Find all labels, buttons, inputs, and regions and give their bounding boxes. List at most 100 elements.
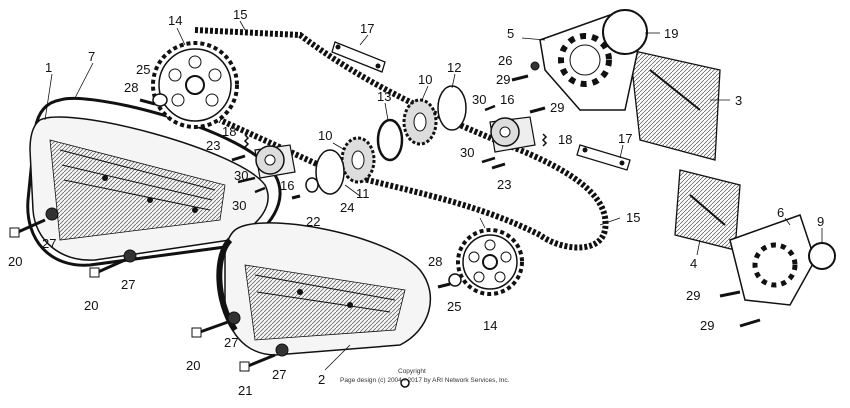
plate-3 xyxy=(629,49,721,161)
nut-27-a xyxy=(45,207,59,221)
callout-29-c: 29 xyxy=(686,288,700,303)
callout-27-b: 27 xyxy=(121,277,135,292)
gear-10-left xyxy=(340,136,376,184)
callout-27-a: 27 xyxy=(42,236,56,251)
callout-28-top: 28 xyxy=(124,80,138,95)
callout-14-bottom: 14 xyxy=(483,318,497,333)
spring-18-right xyxy=(541,133,548,147)
callout-9: 9 xyxy=(817,214,824,229)
callout-5: 5 xyxy=(507,26,514,41)
callout-30-a: 30 xyxy=(234,168,248,183)
callout-3: 3 xyxy=(735,93,742,108)
callout-2: 2 xyxy=(318,372,325,387)
copyright-line1: Copyright xyxy=(398,368,426,375)
cover-2 xyxy=(216,222,432,356)
callout-20-a: 20 xyxy=(8,254,22,269)
callout-4: 4 xyxy=(690,256,697,271)
copyright-line2: Page design (c) 2004 - 2017 by ARI Netwo… xyxy=(340,377,510,384)
nut-27-d xyxy=(275,343,289,357)
tensioner-16-left xyxy=(254,144,296,179)
flange-12 xyxy=(437,85,467,131)
cover-1 xyxy=(29,116,269,261)
bolt-30-b xyxy=(254,186,266,194)
washer-25-bottom xyxy=(448,273,462,287)
bolt-21 xyxy=(239,353,276,372)
callout-28-bottom: 28 xyxy=(428,254,442,269)
callout-25-top: 25 xyxy=(136,62,150,77)
callout-25-bottom: 25 xyxy=(447,299,461,314)
callout-11: 11 xyxy=(356,186,370,201)
callout-7: 7 xyxy=(88,49,95,64)
strap-17-right xyxy=(576,144,631,171)
callout-14-top: 14 xyxy=(168,13,182,28)
callout-29-a: 29 xyxy=(496,72,510,87)
callout-29-d: 29 xyxy=(700,318,714,333)
flange-11 xyxy=(315,149,345,195)
bolt-29-b xyxy=(529,106,546,114)
bolt-28-bottom xyxy=(437,282,451,289)
strap-17-top xyxy=(331,41,386,73)
bolt-20-b xyxy=(89,258,126,278)
bolt-29-c xyxy=(719,290,741,298)
nut-27-c xyxy=(227,311,241,325)
callout-24: 24 xyxy=(340,200,354,215)
bolt-29-a xyxy=(511,74,529,82)
callout-20-b: 20 xyxy=(84,298,98,313)
gasket-9 xyxy=(808,242,836,270)
callout-27-c: 27 xyxy=(224,335,238,350)
leader-lines xyxy=(44,20,823,371)
pin-22 xyxy=(291,194,301,200)
callout-18-right: 18 xyxy=(558,132,572,147)
bolt-30-a xyxy=(237,176,256,184)
nut-27-b xyxy=(123,249,137,263)
callout-21: 21 xyxy=(238,383,252,398)
bolt-29-d xyxy=(739,318,761,328)
callout-27-d: 27 xyxy=(272,367,286,382)
callout-18-left: 18 xyxy=(222,124,236,139)
bolt-20-a xyxy=(9,218,46,238)
copyright-8-mark xyxy=(400,378,410,388)
bolt-23-a xyxy=(231,154,246,162)
callout-26: 26 xyxy=(498,53,512,68)
callout-22: 22 xyxy=(306,214,320,229)
callout-30-c: 30 xyxy=(472,92,486,107)
callout-16-left: 16 xyxy=(280,178,294,193)
callout-15-right: 15 xyxy=(626,210,640,225)
callout-1: 1 xyxy=(45,60,52,75)
gear-10-right xyxy=(402,98,438,146)
nut-26 xyxy=(530,61,540,71)
bolt-28-top xyxy=(139,98,156,106)
bracket-6 xyxy=(729,214,816,306)
bolt-20-c xyxy=(191,320,229,338)
flange-13 xyxy=(376,118,404,162)
callout-23-left: 23 xyxy=(206,138,220,153)
sprocket-14-bottom xyxy=(456,228,524,296)
callout-17-top: 17 xyxy=(360,21,374,36)
callout-19: 19 xyxy=(664,26,678,41)
spring-18-left xyxy=(243,134,250,151)
callout-23-right: 23 xyxy=(497,177,511,192)
callout-20-c: 20 xyxy=(186,358,200,373)
bolt-23-b xyxy=(491,162,506,170)
gasket-19 xyxy=(602,9,648,55)
plate-4 xyxy=(674,169,741,251)
sprocket-14-top xyxy=(151,41,239,129)
callout-30-b: 30 xyxy=(232,198,246,213)
callout-17-right: 17 xyxy=(618,131,632,146)
tensioner-16-right xyxy=(489,116,536,153)
washer-24 xyxy=(305,177,319,193)
callout-30-d: 30 xyxy=(460,145,474,160)
bolt-30-c xyxy=(484,104,496,112)
callout-13: 13 xyxy=(377,89,391,104)
callout-16-right: 16 xyxy=(500,92,514,107)
callout-12: 12 xyxy=(447,60,461,75)
timing-belt-15 xyxy=(194,27,609,251)
callout-15-top: 15 xyxy=(233,7,247,22)
washer-25-top xyxy=(152,93,168,107)
bolt-30-d xyxy=(481,156,496,164)
callout-10-right: 10 xyxy=(418,72,432,87)
callout-10-left: 10 xyxy=(318,128,332,143)
callout-29-b: 29 xyxy=(550,100,564,115)
